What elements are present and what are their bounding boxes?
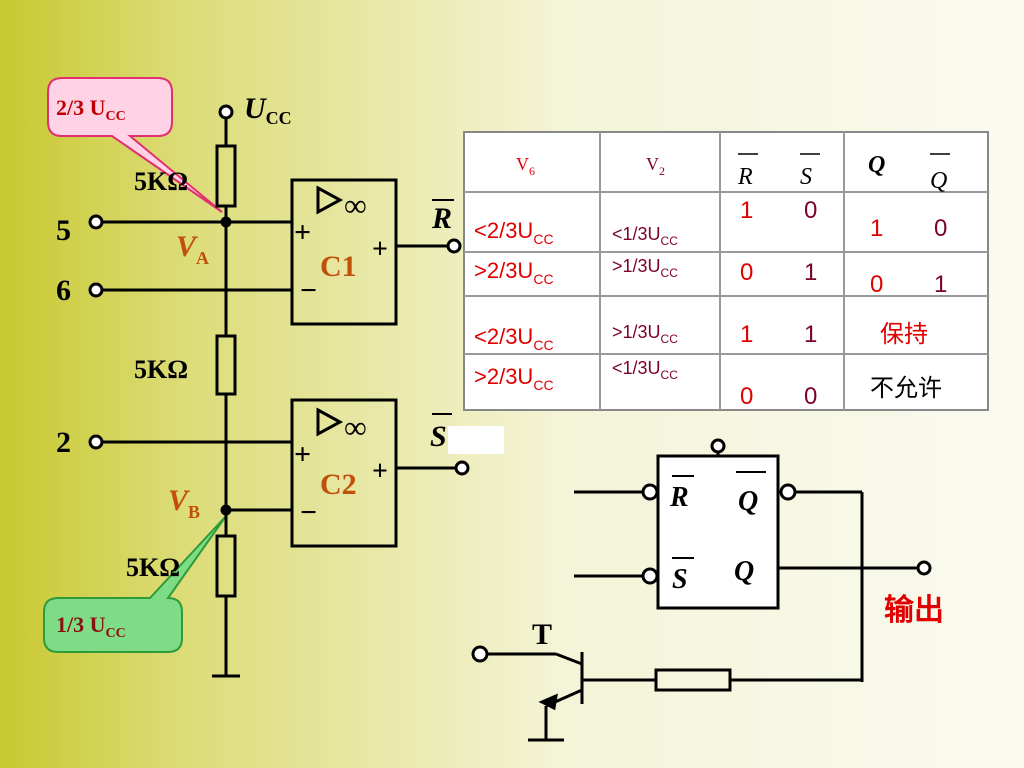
svg-text:−: − xyxy=(300,496,317,529)
svg-text:−: − xyxy=(300,274,317,307)
svg-text:<1/3UCC: <1/3UCC xyxy=(612,224,678,248)
header-q: Q xyxy=(868,152,885,178)
header-s-bar: S xyxy=(800,164,812,190)
svg-text:0: 0 xyxy=(804,197,817,224)
svg-text:0: 0 xyxy=(934,215,947,242)
table-row: <2/3UCC >1/3UCC 1 1 保持 xyxy=(474,320,928,353)
header-v2: V2 xyxy=(646,154,665,178)
svg-text:+: + xyxy=(372,456,388,487)
pin-wires xyxy=(88,214,292,512)
svg-text:+: + xyxy=(372,234,388,265)
pin-5-label: 5 xyxy=(56,214,71,247)
svg-text:<2/3UCC: <2/3UCC xyxy=(474,324,554,353)
svg-text:1: 1 xyxy=(740,321,753,348)
header-q-bar: Q xyxy=(930,168,947,194)
svg-text:>1/3UCC: >1/3UCC xyxy=(612,322,678,346)
r-bar-output-label: R xyxy=(431,202,452,235)
node-vb-label: VB xyxy=(168,484,200,522)
label-mask xyxy=(448,426,504,454)
svg-text:S: S xyxy=(672,564,688,595)
svg-text:0: 0 xyxy=(804,383,817,410)
svg-text:>2/3UCC: >2/3UCC xyxy=(474,258,554,287)
header-r-bar: R xyxy=(737,164,753,190)
comparator-c2: ∞ + − + C2 xyxy=(290,398,470,548)
svg-text:0: 0 xyxy=(870,271,883,298)
table-row: <2/3UCC <1/3UCC 1 0 1 0 xyxy=(474,197,947,248)
svg-text:∞: ∞ xyxy=(344,409,367,445)
svg-text:Q: Q xyxy=(734,556,754,587)
resistor-label-middle: 5KΩ xyxy=(134,355,188,384)
svg-text:1: 1 xyxy=(740,197,753,224)
svg-text:1: 1 xyxy=(804,259,817,286)
svg-text:0: 0 xyxy=(740,383,753,410)
svg-text:<1/3UCC: <1/3UCC xyxy=(612,358,678,382)
truth-table: V6 V2 R S Q Q <2/3UCC <1/3UCC 1 0 1 0 >2… xyxy=(463,131,989,411)
svg-text:保持: 保持 xyxy=(880,320,928,348)
svg-text:+: + xyxy=(294,438,311,471)
svg-text:Q: Q xyxy=(738,486,758,517)
svg-text:+: + xyxy=(294,216,311,249)
svg-text:>2/3UCC: >2/3UCC xyxy=(474,364,554,393)
svg-text:不允许: 不允许 xyxy=(870,374,942,402)
node-va-label: VA xyxy=(176,230,209,268)
svg-text:1/3 UCC: 1/3 UCC xyxy=(56,612,126,641)
comparator-c1: ∞ + − + C1 xyxy=(290,178,462,326)
svg-text:2/3 UCC: 2/3 UCC xyxy=(56,95,126,124)
voltage-divider xyxy=(212,104,240,678)
svg-text:∞: ∞ xyxy=(344,187,367,223)
svg-text:C1: C1 xyxy=(320,250,357,283)
output-label: 输出 xyxy=(884,593,944,628)
resistor-label-bottom: 5KΩ xyxy=(126,553,180,582)
pin-6-label: 6 xyxy=(56,274,71,307)
resistor-label-top: 5KΩ xyxy=(134,167,188,196)
transistor-label: T xyxy=(532,618,552,651)
table-row: >2/3UCC <1/3UCC 0 0 不允许 xyxy=(474,358,942,410)
svg-text:>1/3UCC: >1/3UCC xyxy=(612,256,678,280)
s-bar-output-label: S xyxy=(430,420,447,453)
svg-text:0: 0 xyxy=(740,259,753,286)
svg-text:<2/3UCC: <2/3UCC xyxy=(474,218,554,247)
table-row: >2/3UCC >1/3UCC 0 1 0 1 xyxy=(474,256,947,298)
svg-text:R: R xyxy=(669,482,689,513)
svg-text:1: 1 xyxy=(870,215,883,242)
svg-text:C2: C2 xyxy=(320,468,357,501)
discharge-transistor xyxy=(471,645,862,742)
supply-label: UCC xyxy=(244,92,292,128)
callout-one-third-ucc: 1/3 UCC xyxy=(43,515,227,653)
svg-text:1: 1 xyxy=(804,321,817,348)
callout-two-thirds-ucc: 2/3 UCC xyxy=(47,77,223,213)
header-v6: V6 xyxy=(516,154,535,178)
svg-text:1: 1 xyxy=(934,271,947,298)
rs-flipflop: R S Q Q xyxy=(574,438,932,682)
pin-2-label: 2 xyxy=(56,426,71,459)
